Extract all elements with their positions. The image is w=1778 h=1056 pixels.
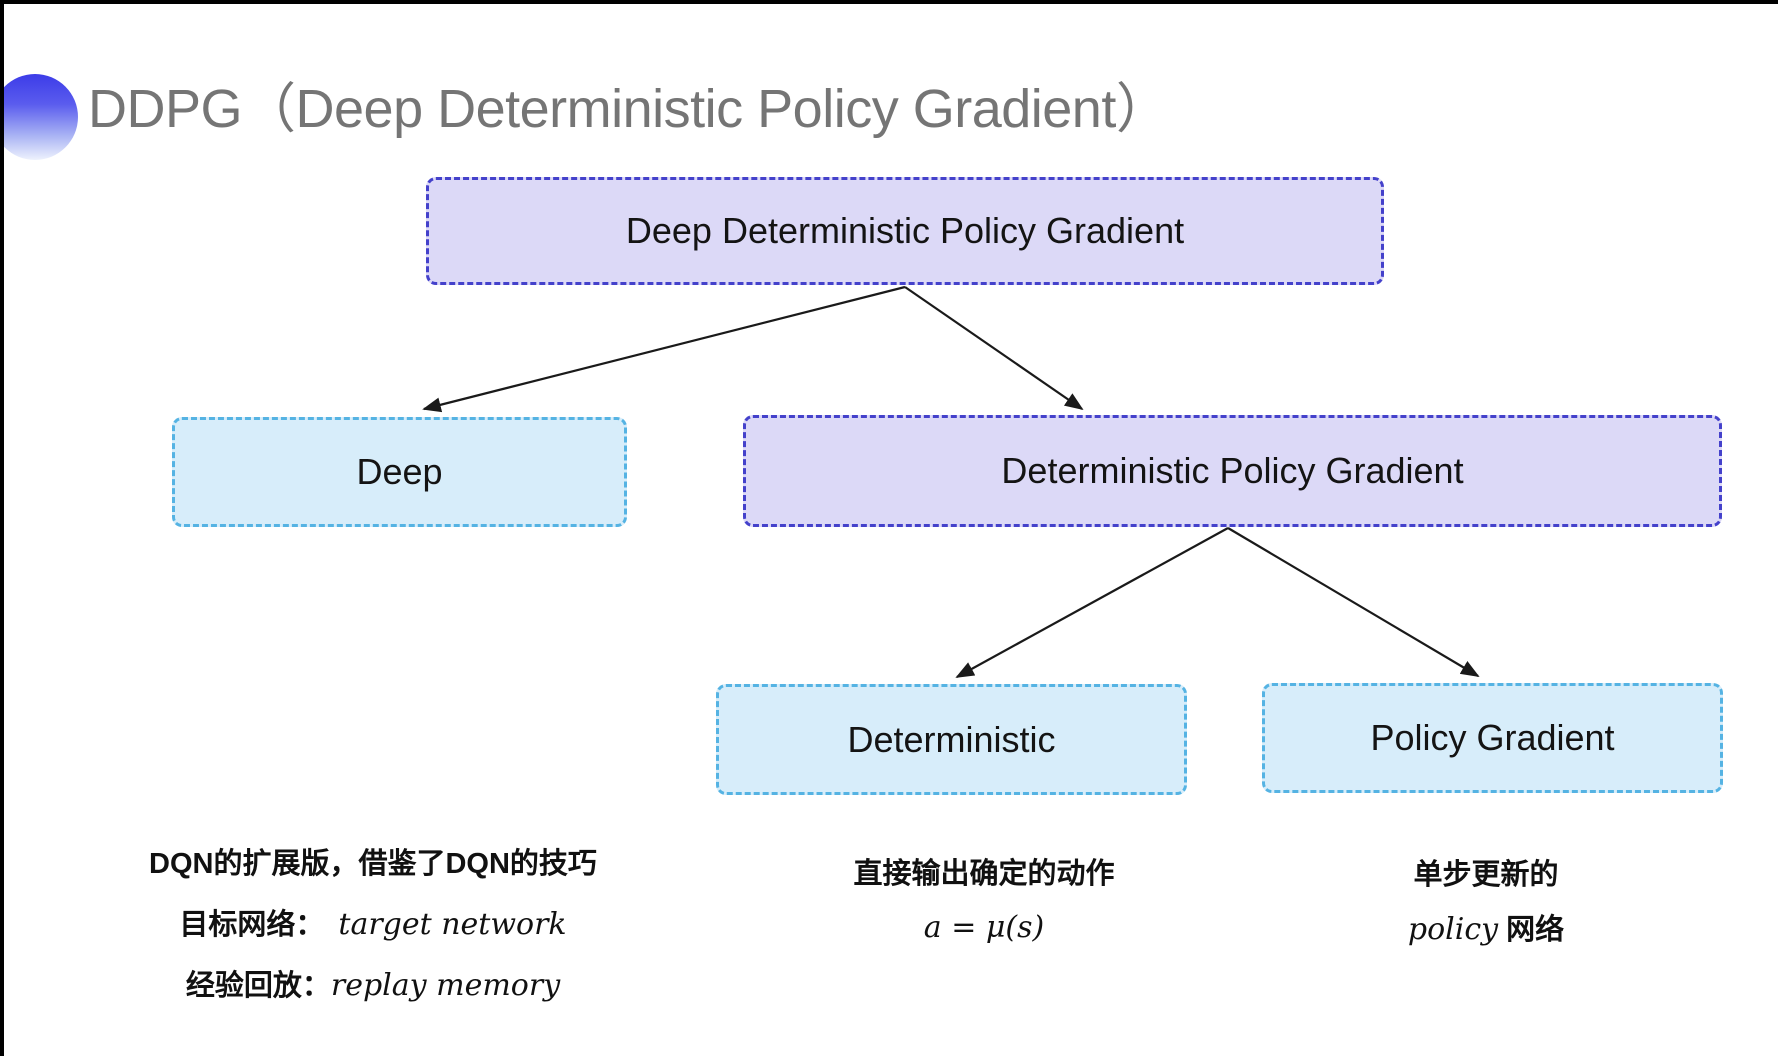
node-label: Deterministic Policy Gradient — [1001, 450, 1464, 491]
arrow-dpg-to-deterministic — [955, 527, 1229, 678]
note-deterministic: 直接输出确定的动作 a = μ(s) — [764, 850, 1204, 957]
note-deep-line3: 经验回放：replay memory — [185, 968, 561, 1003]
note-det-formula: a = μ(s) — [923, 910, 1045, 945]
node-deterministic-policy-gradient: Deterministic Policy Gradient — [743, 415, 1722, 527]
node-label: Policy Gradient — [1370, 717, 1615, 758]
node-policy-gradient: Policy Gradient — [1262, 683, 1723, 793]
arrow-root-to-dpg — [904, 286, 1084, 411]
node-deep: Deep — [172, 417, 627, 527]
note-pg-line1: 单步更新的 — [1413, 859, 1559, 891]
title-bullet-icon — [0, 74, 78, 160]
window-frame-left-line — [0, 0, 4, 1056]
node-root-ddpg: Deep Deterministic Policy Gradient — [426, 177, 1384, 285]
note-policy-gradient: 单步更新的 policy 网络 — [1286, 850, 1686, 960]
note-det-line1: 直接输出确定的动作 — [853, 858, 1115, 890]
arrow-root-to-deep — [422, 285, 906, 413]
window-frame-top-line — [0, 0, 1778, 4]
arrow-dpg-to-policy-gradient — [1227, 527, 1480, 677]
node-label: Deterministic — [847, 718, 1056, 760]
page-title: DDPG（Deep Deterministic Policy Gradient） — [88, 79, 1170, 139]
note-deep: DQN的扩展版，借鉴了DQN的技巧 目标网络：target network 经验… — [110, 836, 636, 1019]
note-deep-line1: DQN的扩展版，借鉴了DQN的技巧 — [149, 848, 597, 880]
node-label: Deep Deterministic Policy Gradient — [625, 210, 1185, 251]
node-deterministic: Deterministic — [716, 684, 1187, 795]
note-deep-line2: 目标网络：target network — [179, 907, 567, 942]
node-label: Deep — [356, 451, 443, 492]
note-pg-line2: policy 网络 — [1407, 912, 1565, 947]
